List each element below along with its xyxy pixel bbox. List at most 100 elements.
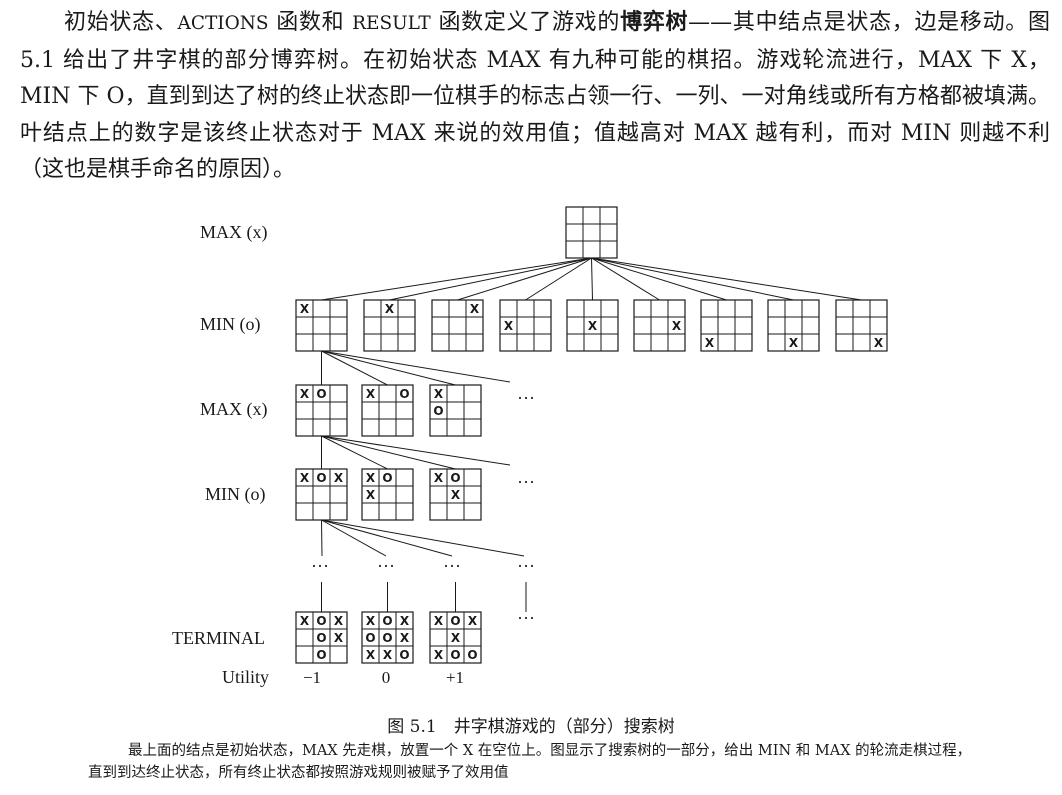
o-mark: O <box>316 614 326 628</box>
x-mark: X <box>874 336 884 350</box>
o-mark: O <box>382 614 392 628</box>
o-mark: O <box>316 387 326 401</box>
o-mark: O <box>382 631 392 645</box>
board-frame <box>633 299 686 352</box>
board-frame <box>429 611 482 664</box>
edge-level3-to-ellipsis <box>321 519 323 557</box>
level1-board-8: X <box>767 299 820 352</box>
board-frame <box>700 299 753 352</box>
x-mark: X <box>334 614 344 628</box>
board-frame <box>295 384 348 437</box>
x-mark: X <box>451 631 461 645</box>
x-mark: X <box>300 614 310 628</box>
level1-board-5: X <box>566 299 619 352</box>
label-min-level-1: MIN (o) <box>200 314 261 335</box>
level2-board-3: XO <box>429 384 482 437</box>
ellipsis-branch-3: ··· <box>443 556 461 576</box>
label-utility: Utility <box>222 667 269 687</box>
x-mark: X <box>385 302 395 316</box>
board-frame <box>767 299 820 352</box>
edge-root-to-level1 <box>525 257 592 301</box>
o-mark: O <box>316 648 326 662</box>
x-mark: X <box>334 471 344 485</box>
level1-board-1: X <box>295 299 348 352</box>
x-mark: X <box>588 319 598 333</box>
board-frame <box>295 299 348 352</box>
ellipsis-branch-2: ··· <box>377 556 395 576</box>
x-mark: X <box>434 471 444 485</box>
o-mark: O <box>450 614 460 628</box>
x-mark: X <box>470 302 480 316</box>
label-terminal: TERMINAL <box>172 628 265 648</box>
edge-level2-to-level3 <box>321 435 388 470</box>
utility-value-2: 0 <box>382 668 391 687</box>
edge-level3-to-ellipsis <box>321 519 525 557</box>
edge-root-to-level1 <box>321 257 592 301</box>
ellipsis-branch-4: ··· <box>517 556 535 576</box>
para-text-2: 函数和 <box>268 10 353 35</box>
o-mark: O <box>382 471 392 485</box>
edge-level2-ellipsis <box>321 435 511 466</box>
x-mark: X <box>789 336 799 350</box>
edge-root-to-level1 <box>591 257 727 301</box>
label-max-level-2: MAX (x) <box>200 399 268 420</box>
o-mark: O <box>399 387 409 401</box>
board-frame <box>295 611 348 664</box>
game-tree-term: 博弈树 <box>620 9 689 35</box>
board-frame <box>431 299 484 352</box>
actions-term: ACTIONS <box>177 13 269 34</box>
edge-level1-to-level2 <box>321 350 388 386</box>
level1-board-3: X <box>431 299 484 352</box>
para-text-3: 函数定义了游戏的 <box>430 10 621 35</box>
edge-root-to-level1 <box>591 257 660 301</box>
x-mark: X <box>434 614 444 628</box>
utility-value-3: +1 <box>446 668 464 687</box>
edge-level1-to-level2 <box>321 350 456 386</box>
x-mark: X <box>672 319 682 333</box>
ellipsis-terminal: ··· <box>517 608 535 628</box>
figure-caption-text: 最上面的结点是初始状态，MAX 先走棋，放置一个 X 在空位上。图显示了搜索树的… <box>88 743 972 781</box>
edge-level2-to-level3 <box>321 435 456 470</box>
board-frame <box>361 468 414 521</box>
x-mark: X <box>468 614 478 628</box>
x-mark: X <box>366 614 376 628</box>
edge-level3-to-ellipsis <box>321 519 453 557</box>
edge-root-to-level1 <box>591 257 794 301</box>
x-mark: X <box>366 471 376 485</box>
root-board <box>565 206 618 259</box>
x-mark: X <box>300 387 310 401</box>
board-frame <box>566 299 619 352</box>
utility-value-1: −1 <box>303 668 321 687</box>
edge-root-to-level1 <box>457 257 592 301</box>
body-paragraph: 初始状态、ACTIONS 函数和 RESULT 函数定义了游戏的博弈树——其中结… <box>20 4 1050 189</box>
o-mark: O <box>316 471 326 485</box>
o-mark: O <box>365 631 375 645</box>
level1-board-4: X <box>499 299 552 352</box>
o-mark: O <box>316 631 326 645</box>
x-mark: X <box>383 648 393 662</box>
board-frame <box>499 299 552 352</box>
level1-board-7: X <box>700 299 753 352</box>
o-mark: O <box>450 471 460 485</box>
edge-level3-to-ellipsis <box>321 519 387 557</box>
x-mark: X <box>300 302 310 316</box>
o-mark: O <box>433 404 443 418</box>
x-mark: X <box>451 488 461 502</box>
edge-root-to-level1 <box>591 257 862 301</box>
x-mark: X <box>400 614 410 628</box>
board-frame <box>429 468 482 521</box>
x-mark: X <box>366 648 376 662</box>
ellipsis-level-2: ··· <box>517 388 535 408</box>
edge-level1-ellipsis <box>321 350 511 383</box>
result-term: RESULT <box>352 13 431 34</box>
label-min-level-2: MIN (o) <box>205 484 266 505</box>
x-mark: X <box>504 319 514 333</box>
ellipsis-branch-1: ··· <box>311 556 329 576</box>
